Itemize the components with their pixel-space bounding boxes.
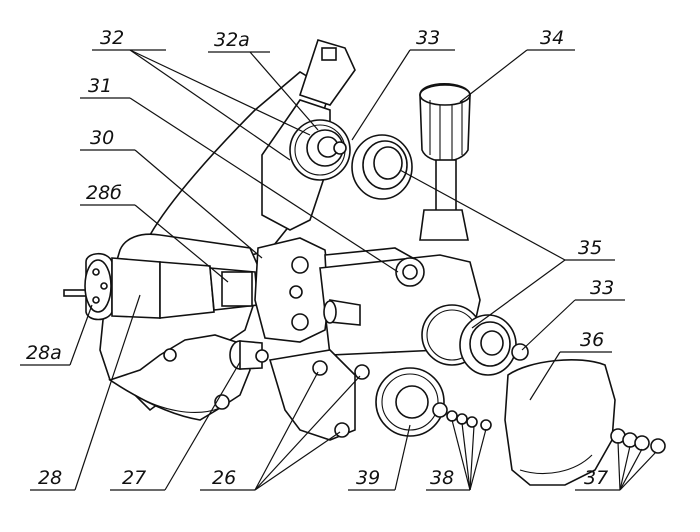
callout-37: 37 [584,467,609,489]
lower-plate [268,349,370,441]
leader-lines [20,49,657,491]
callout-32: 32 [100,27,125,49]
callout-34: 34 [540,27,565,49]
upper-gear [289,119,351,181]
washers-38 [446,410,492,431]
callout-31: 31 [88,75,113,97]
callout-28: 28 [38,467,63,489]
callout-28b: 28б [86,182,122,204]
callout-39: 39 [356,467,381,489]
callout-26: 26 [212,467,237,489]
callout-36: 36 [580,329,605,351]
callout-27: 27 [122,467,147,489]
callout-35: 35 [578,237,603,259]
upper-roller [351,134,413,200]
callout-33-right: 33 [590,277,615,299]
washers-37 [610,428,666,454]
lower-gear [375,367,448,437]
callout-32a: 32a [214,29,250,51]
cover-36 [504,359,616,486]
callout-38: 38 [430,467,455,489]
right-gear-roller [421,304,529,376]
pressure-knob [419,83,471,241]
callout-28a: 28a [26,342,62,364]
callout-33-top: 33 [416,27,441,49]
lower-shaft [229,299,361,370]
callout-30: 30 [90,127,115,149]
